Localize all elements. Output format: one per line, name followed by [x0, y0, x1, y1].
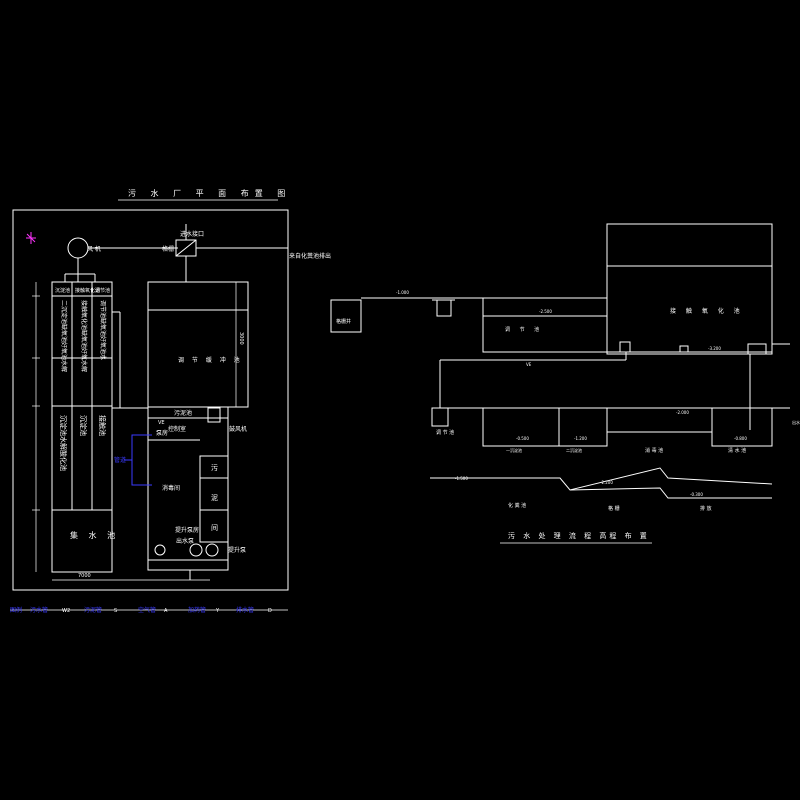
north-arrow-icon	[26, 232, 36, 244]
legend-code-4: Y	[215, 608, 220, 614]
plan-title: 污 水 厂 平 面 布置 图	[128, 188, 291, 198]
blower-icon	[67, 237, 89, 259]
room-pump-text: 提升泵房	[175, 526, 199, 534]
treatment-tank	[51, 281, 113, 573]
sed-1-label: 一沉淀池	[506, 447, 522, 453]
room-control-label: 控制室	[168, 425, 186, 433]
grate-well	[330, 299, 362, 333]
small-box	[436, 299, 452, 317]
legend-4: 加药管	[188, 606, 206, 614]
legend-code-3: A	[164, 608, 168, 614]
regulating-tank-label: 调 节 缓 冲 池	[178, 356, 243, 364]
col-text-1: 二沉淀池缺氧池好氧池水解	[60, 300, 68, 372]
room-vertical-2: 泥	[211, 494, 218, 502]
inlet-label: 进水接口	[180, 230, 204, 238]
plan-border	[12, 209, 289, 591]
regulating-section	[482, 297, 608, 353]
elev-7: -0.800	[734, 436, 747, 441]
clear-water-tank	[711, 407, 773, 447]
legend-1: 污水管	[30, 606, 48, 614]
bottom-label-1: 化 粪 池	[508, 502, 526, 509]
elev-6: -2.000	[676, 410, 689, 415]
blue-bracket	[131, 434, 152, 486]
sed-2-label: 二沉淀池	[566, 447, 582, 453]
ground-profile	[430, 467, 773, 491]
col-head-3: 调节池	[95, 287, 110, 294]
legend-2: 污泥管	[84, 606, 102, 614]
small-tank-label: 调 节 池	[436, 429, 454, 436]
elev-8: -1.500	[455, 476, 468, 481]
pump-box-1	[619, 341, 631, 353]
room-blower-label: 鼓风机	[229, 425, 247, 433]
legend-3: 空气管	[138, 606, 156, 614]
flag-label-right: VE	[526, 362, 532, 367]
plan-view: 污 水 厂 平 面 布置 图 风 机 沉淀池 接触氧化池 调节池 二沉淀池缺氧池…	[10, 188, 331, 614]
elev-4: -0.500	[516, 436, 529, 441]
col-text-3: 调节池缺氧池好氧池水	[99, 300, 107, 360]
clear-water-label: 清 水 池	[728, 447, 746, 454]
pump-box-3	[747, 343, 767, 355]
section-title: 污 水 处 理 流 程 高程 布 置	[508, 531, 650, 540]
ground-profile-lower	[569, 487, 772, 499]
room-vertical-3: 间	[211, 524, 218, 532]
elev-3: -3.200	[708, 346, 721, 351]
room-disinfect-label: 消毒间	[162, 484, 180, 492]
disinfect-label: 消 毒 池	[645, 447, 663, 454]
bottom-label-3: 排 放	[700, 505, 712, 512]
room-sludge-label: 污泥池	[174, 409, 192, 417]
room-vertical-1: 污	[211, 464, 218, 472]
legend-code-1: W2	[62, 608, 70, 614]
room-lift-label: 提升泵	[228, 546, 246, 554]
bottom-label-2: 格 栅	[608, 505, 620, 512]
outlet-label: 出水	[792, 419, 800, 425]
right-source-label: 来自化粪池排出	[289, 252, 331, 260]
legend-code-5: D	[268, 608, 272, 614]
pump-icon-2	[205, 543, 219, 557]
room-pump-big-label: 泵房	[156, 429, 168, 437]
legend-0: 图例	[10, 606, 22, 614]
elev-1: -1.000	[396, 290, 409, 295]
dim-height-label: 3000	[238, 332, 244, 345]
regulating-label-1: 调 节 池	[505, 326, 543, 333]
sedimentation-2	[558, 407, 608, 447]
elev-2: -2.500	[539, 309, 552, 314]
small-tank	[431, 407, 449, 427]
pump-icon-1	[189, 543, 203, 557]
col-head-2: 接触氧化池	[75, 287, 100, 294]
lower-text-2: 沉淀池	[79, 415, 88, 436]
lower-text-3: 接触池	[98, 415, 107, 436]
fan-label: 风 机	[87, 245, 101, 253]
collect-tank-label: 集 水 池	[70, 530, 119, 540]
elevation-section: 接 触 氧 化 池 格栅井 -1.000 调 节 池 -2.500 -3.200…	[330, 223, 800, 544]
elev-9: -2.200	[600, 480, 613, 485]
sludge-room	[199, 455, 229, 543]
bracket-label: 管道	[114, 456, 126, 464]
grate-well-label: 格栅井	[336, 318, 351, 325]
dim-width-label: 7000	[78, 573, 91, 579]
pump-icon-3	[154, 544, 166, 556]
legend-5: 排水管	[236, 606, 254, 614]
col-head-1: 沉淀池	[55, 287, 70, 294]
lower-text-1: 沉淀池水解酸化池	[59, 415, 68, 471]
valve-box	[207, 407, 221, 423]
legend-code-2: S	[114, 608, 117, 614]
regulating-tank	[147, 281, 249, 408]
grating-label: 格栅	[162, 245, 174, 253]
col-text-2: 接触氧化池缺氧池好氧水解	[80, 300, 88, 372]
room-pump2-label: 出水泵	[176, 537, 194, 545]
elev-10: -0.300	[690, 492, 703, 497]
grating-diagonal	[175, 239, 197, 257]
flag-label-left: VE	[158, 420, 165, 426]
pump-box-2	[679, 345, 689, 353]
elev-5: -1.200	[574, 436, 587, 441]
main-building	[606, 223, 773, 355]
contact-oxidation-label: 接 触 氧 化 池	[670, 307, 744, 315]
